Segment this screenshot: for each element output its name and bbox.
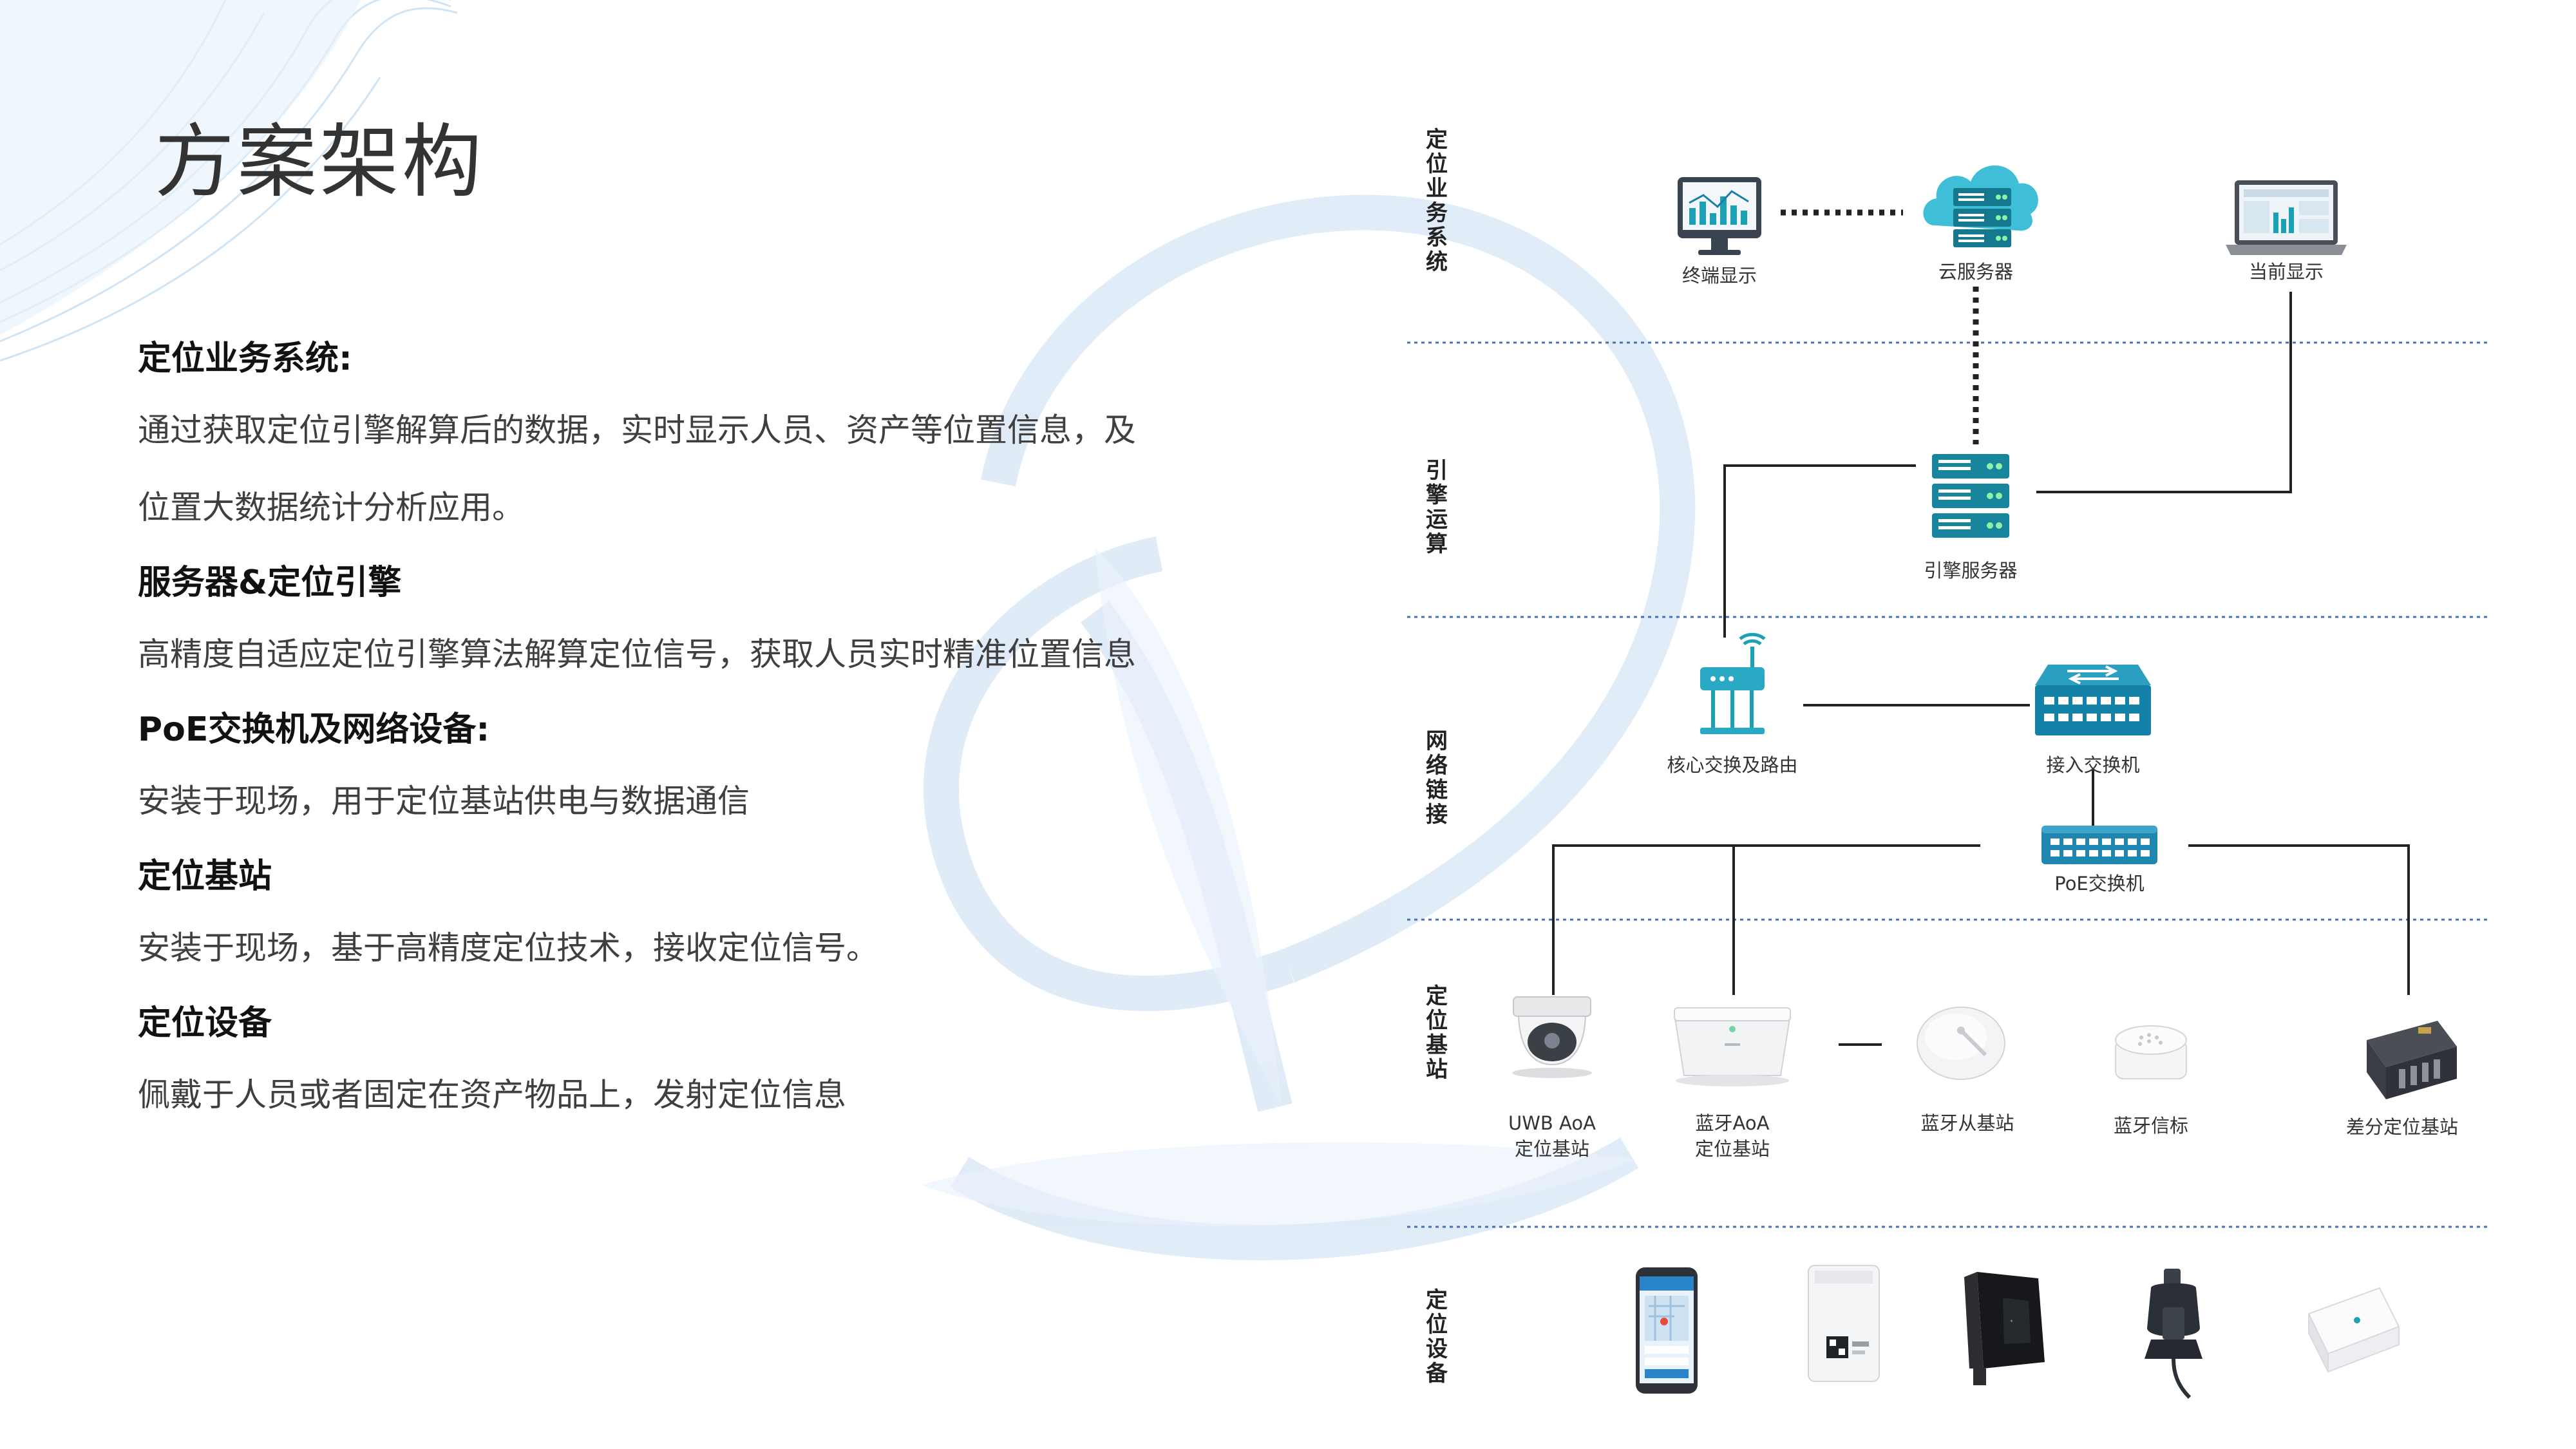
layer-label-char: 网	[1426, 728, 1448, 754]
layer-label-char: 引	[1426, 458, 1448, 484]
label-uwb-station: UWB AoA 定位基站	[1494, 1110, 1610, 1162]
layer-label-station: 定位基站	[1420, 984, 1454, 1082]
layer-label-char: 络	[1426, 753, 1448, 779]
description-panel: 定位业务系统: 通过获取定位引擎解算后的数据，实时显示人员、资产等位置信息，及 …	[138, 335, 1200, 1146]
section-station: 定位基站 安装于现场，基于高精度定位技术，接收定位信号。	[138, 853, 1200, 987]
layer-label-char: 备	[1426, 1361, 1448, 1387]
label-engine-server: 引擎服务器	[1924, 560, 2018, 582]
layer-label-char: 定	[1426, 983, 1448, 1009]
link-poe-left	[1552, 844, 1980, 995]
label-line: UWB AoA	[1508, 1112, 1596, 1134]
section-device: 定位设备 佩戴于人员或者固定在资产物品上，发射定位信息	[138, 999, 1200, 1133]
section-body-line: 安装于现场，基于高精度定位技术，接收定位信号。	[138, 929, 878, 967]
link-current-engine	[2036, 292, 2292, 493]
section-heading: 定位基站	[138, 857, 272, 896]
badge-tag-icon	[1808, 1265, 1880, 1382]
svg-text:·: ·	[2009, 1314, 2014, 1330]
label-core-switch: 核心交换及路由	[1667, 754, 1798, 776]
section-body-line: 安装于现场，用于定位基站供电与数据通信	[138, 782, 750, 820]
label-line: 蓝牙AoA	[1695, 1112, 1770, 1134]
section-network: PoE交换机及网络设备: 安装于现场，用于定位基站供电与数据通信	[138, 706, 1200, 840]
label-line: 定位基站	[1694, 1138, 1770, 1160]
layer-label-char: 定	[1426, 1287, 1448, 1313]
wristband-tag-icon: ·	[1964, 1272, 2045, 1385]
label-current: 当前显示	[2248, 261, 2324, 283]
layer-label-char: 接	[1426, 802, 1448, 828]
vehicle-tag-icon	[2145, 1269, 2202, 1399]
layer-dividers	[1407, 341, 2489, 1228]
link-poe-right	[2188, 844, 2410, 995]
label-poe-switch: PoE交换机	[2054, 873, 2145, 895]
label-access-switch: 接入交换机	[2046, 754, 2140, 776]
layer-label-char: 擎	[1426, 482, 1448, 508]
laptop-icon	[2226, 180, 2347, 255]
section-heading: 定位业务系统:	[138, 339, 352, 378]
link-engine-core	[1723, 464, 1916, 638]
wireless-router-icon	[1700, 632, 1766, 734]
section-engine: 服务器&定位引擎 高精度自适应定位引擎算法解算定位信号，获取人员实时精准位置信息	[138, 559, 1200, 693]
asset-tag-icon	[2307, 1287, 2400, 1373]
layer-label-device: 定位设备	[1420, 1288, 1454, 1386]
phone-icon	[1636, 1267, 1698, 1394]
layer-label-char: 系	[1426, 225, 1448, 251]
label-line: 定位基站	[1514, 1138, 1589, 1160]
layer-label-char: 位	[1426, 151, 1448, 177]
layer-label-network: 网络链接	[1420, 729, 1454, 827]
label-cloud: 云服务器	[1938, 261, 2013, 283]
label-diff-station: 差分定位基站	[2345, 1116, 2458, 1138]
section-heading: 定位设备	[138, 1004, 272, 1043]
monitor-chart-icon	[1678, 177, 1761, 255]
server-rack-icon	[1932, 454, 2009, 538]
watermark-leaf	[921, 547, 1636, 1227]
layer-label-char: 定	[1426, 127, 1448, 153]
layer-label-char: 务	[1426, 200, 1448, 226]
section-body-line: 佩戴于人员或者固定在资产物品上，发射定位信息	[138, 1076, 846, 1113]
layer-label-char: 算	[1426, 531, 1448, 557]
layer-label-char: 位	[1426, 1312, 1448, 1338]
layer-label-char: 统	[1426, 249, 1448, 275]
layer-label-char: 站	[1426, 1057, 1448, 1083]
layer-label-char: 设	[1426, 1336, 1448, 1362]
poe-switch-icon	[2041, 826, 2157, 864]
section-body-line: 通过获取定位引擎解算后的数据，实时显示人员、资产等位置信息，及	[138, 412, 1136, 449]
cloud-server-icon	[1923, 165, 2038, 247]
ceiling-station-icon	[1673, 1007, 1792, 1086]
label-terminal: 终端显示	[1681, 265, 1757, 287]
layer-label-char: 业	[1426, 176, 1448, 202]
label-bt-beacon: 蓝牙信标	[2113, 1115, 2188, 1137]
differential-box-icon	[2367, 1021, 2457, 1099]
section-body-line: 高精度自适应定位引擎算法解算定位信号，获取人员实时精准位置信息	[138, 636, 1136, 673]
beacon-icon	[2115, 1025, 2187, 1079]
connectors	[1552, 209, 2410, 1046]
layer-label-char: 基	[1426, 1032, 1448, 1058]
layer-label-engine: 引擎运算	[1420, 459, 1454, 556]
page-title: 方案架构	[155, 116, 485, 209]
section-business: 定位业务系统: 通过获取定位引擎解算后的数据，实时显示人员、资产等位置信息，及 …	[138, 335, 1200, 546]
layer-label-business: 定位业务系统	[1420, 128, 1454, 274]
label-bt-slave: 蓝牙从基站	[1920, 1112, 2014, 1134]
label-bt-aoa-station: 蓝牙AoA 定位基站	[1674, 1110, 1790, 1162]
section-body-line: 位置大数据统计分析应用。	[138, 489, 524, 526]
section-heading: PoE交换机及网络设备:	[138, 710, 490, 749]
layer-label-char: 运	[1426, 507, 1448, 533]
dome-station-icon	[1512, 996, 1592, 1078]
layer-label-char: 链	[1426, 777, 1448, 803]
section-heading: 服务器&定位引擎	[138, 564, 402, 602]
wave-fill	[0, 0, 361, 335]
layer-label-char: 位	[1426, 1008, 1448, 1034]
network-switch-icon	[2035, 665, 2151, 735]
round-station-icon	[1917, 1007, 2005, 1080]
